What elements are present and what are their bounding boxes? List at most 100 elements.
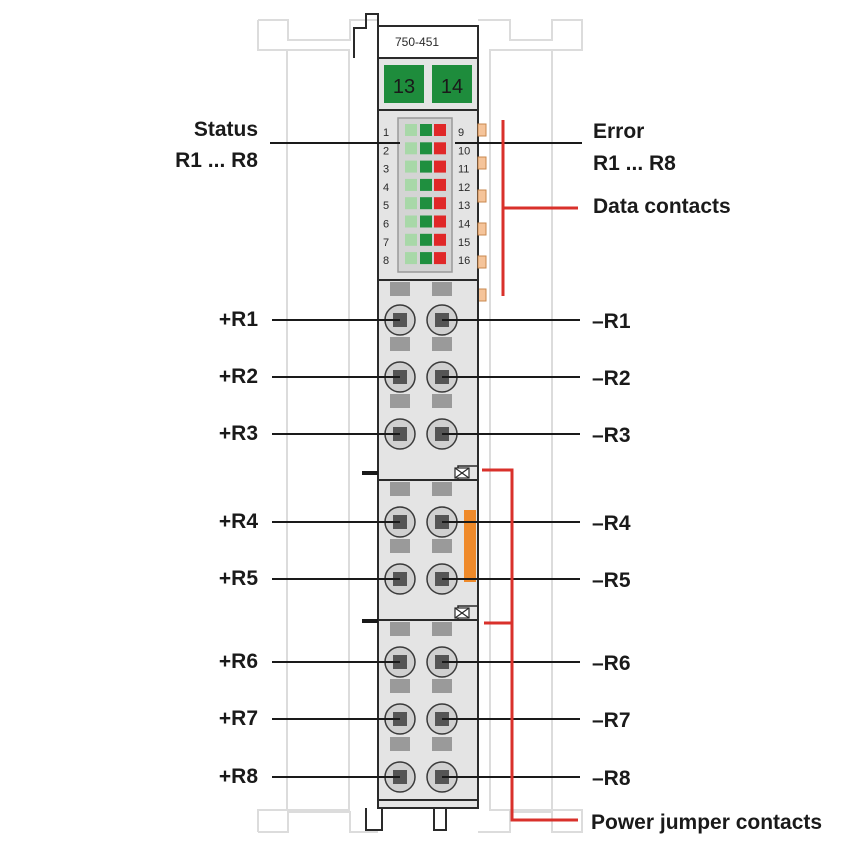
- data-contacts: [477, 123, 487, 302]
- spring-opening: [432, 337, 452, 351]
- top-latch: [353, 13, 379, 58]
- status-led-number: 6: [383, 219, 389, 231]
- power-jumper-bracket: [482, 468, 578, 822]
- terminal-label-minus: –R7: [592, 709, 631, 732]
- status-led-number: 7: [383, 237, 389, 249]
- status-led-number: 8: [383, 255, 389, 267]
- connector-14: [432, 65, 472, 103]
- status-led-number: 4: [383, 182, 389, 194]
- jumper-cross-2: [454, 607, 470, 619]
- status-led: [405, 197, 417, 210]
- status-line2: R1 ... R8: [175, 149, 258, 172]
- connector-14-label: 14: [441, 76, 463, 98]
- spring-opening: [390, 282, 410, 296]
- terminal-label-minus: –R4: [592, 512, 631, 535]
- error-led: [434, 124, 446, 136]
- connector-13-label: 13: [393, 76, 415, 98]
- jumper-cross-1: [454, 467, 470, 479]
- status-led-number: 5: [383, 200, 389, 212]
- status-led-bar: [420, 124, 432, 136]
- led-window: [397, 117, 453, 273]
- terminal-label-plus: +R7: [218, 707, 258, 730]
- data-contact: [477, 189, 487, 203]
- status-led-bar: [420, 252, 432, 265]
- terminal-label-plus: +R1: [218, 308, 258, 331]
- module-bottom: [377, 799, 479, 809]
- error-led-number: 13: [458, 200, 470, 212]
- terminal-label-minus: –R2: [592, 367, 631, 390]
- spring-opening: [390, 337, 410, 351]
- status-led: [405, 215, 417, 228]
- status-led-bar: [420, 215, 432, 228]
- terminal-label-plus: +R4: [218, 510, 258, 533]
- power-jumper-contact: [464, 510, 476, 582]
- data-contacts-label: Data contacts: [593, 195, 731, 219]
- status-led-number: 1: [383, 127, 389, 139]
- terminal-label-plus: +R8: [218, 765, 258, 788]
- spring-opening: [432, 622, 452, 636]
- error-label: Error: [593, 120, 644, 144]
- bottom-foot-left: [365, 808, 383, 831]
- status-label: Status: [194, 118, 258, 142]
- rail-outline: [257, 19, 583, 833]
- terminal-label-plus: +R3: [218, 422, 258, 445]
- spring-opening: [390, 737, 410, 751]
- spring-opening: [390, 539, 410, 553]
- error-led-number: 10: [458, 145, 470, 157]
- terminal-label-minus: –R3: [592, 424, 631, 447]
- spring-opening: [432, 482, 452, 496]
- status-led: [405, 142, 417, 155]
- status-led-bar: [420, 142, 432, 155]
- data-contacts-text: Data contacts: [593, 195, 731, 218]
- spring-opening: [390, 482, 410, 496]
- spring-opening: [432, 737, 452, 751]
- status-led: [405, 252, 417, 265]
- status-led-bar: [420, 233, 432, 246]
- data-contact: [477, 156, 487, 170]
- error-led: [434, 178, 446, 191]
- error-led: [434, 233, 446, 246]
- error-line2: R1 ... R8: [593, 152, 676, 175]
- error-range-label: R1 ... R8: [593, 152, 676, 176]
- status-led: [405, 124, 417, 136]
- error-led-number: 11: [458, 164, 469, 176]
- error-led: [434, 252, 446, 265]
- error-led-number: 16: [458, 255, 470, 267]
- error-led: [434, 160, 446, 173]
- spring-opening: [432, 282, 452, 296]
- status-line1: Status: [193, 118, 258, 141]
- part-number: 750-451: [395, 35, 439, 49]
- status-range-label: R1 ... R8: [175, 149, 258, 173]
- status-led: [405, 178, 417, 191]
- terminal-label-plus: +R5: [218, 567, 258, 590]
- data-contact: [477, 255, 487, 269]
- spring-opening: [390, 679, 410, 693]
- terminal-rows: [272, 282, 580, 793]
- error-led-number: 15: [458, 237, 470, 249]
- error-led: [434, 215, 446, 228]
- terminal-label-minus: –R1: [592, 310, 631, 333]
- spring-opening: [432, 679, 452, 693]
- terminal-label-minus: –R6: [592, 652, 631, 675]
- spring-opening: [432, 394, 452, 408]
- bottom-foot-right: [433, 808, 447, 831]
- status-led-bar: [420, 160, 432, 173]
- connector-13: [384, 65, 424, 103]
- data-contact: [477, 288, 487, 302]
- error-line1: Error: [593, 120, 645, 143]
- status-led-number: 3: [383, 164, 389, 176]
- terminal-label-minus: –R5: [592, 569, 631, 592]
- status-led: [405, 160, 417, 173]
- terminal-label-minus: –R8: [592, 767, 631, 790]
- error-led: [434, 142, 446, 155]
- power-jumper-text: Power jumper contacts: [591, 811, 823, 834]
- status-led-number: 2: [383, 145, 389, 157]
- status-led-bar: [420, 197, 432, 210]
- spring-opening: [432, 539, 452, 553]
- module-header: [377, 25, 479, 59]
- terminal-label-plus: +R2: [218, 365, 258, 388]
- spring-opening: [390, 622, 410, 636]
- error-led-number: 9: [458, 127, 464, 139]
- power-jumper-label: Power jumper contacts: [591, 811, 822, 835]
